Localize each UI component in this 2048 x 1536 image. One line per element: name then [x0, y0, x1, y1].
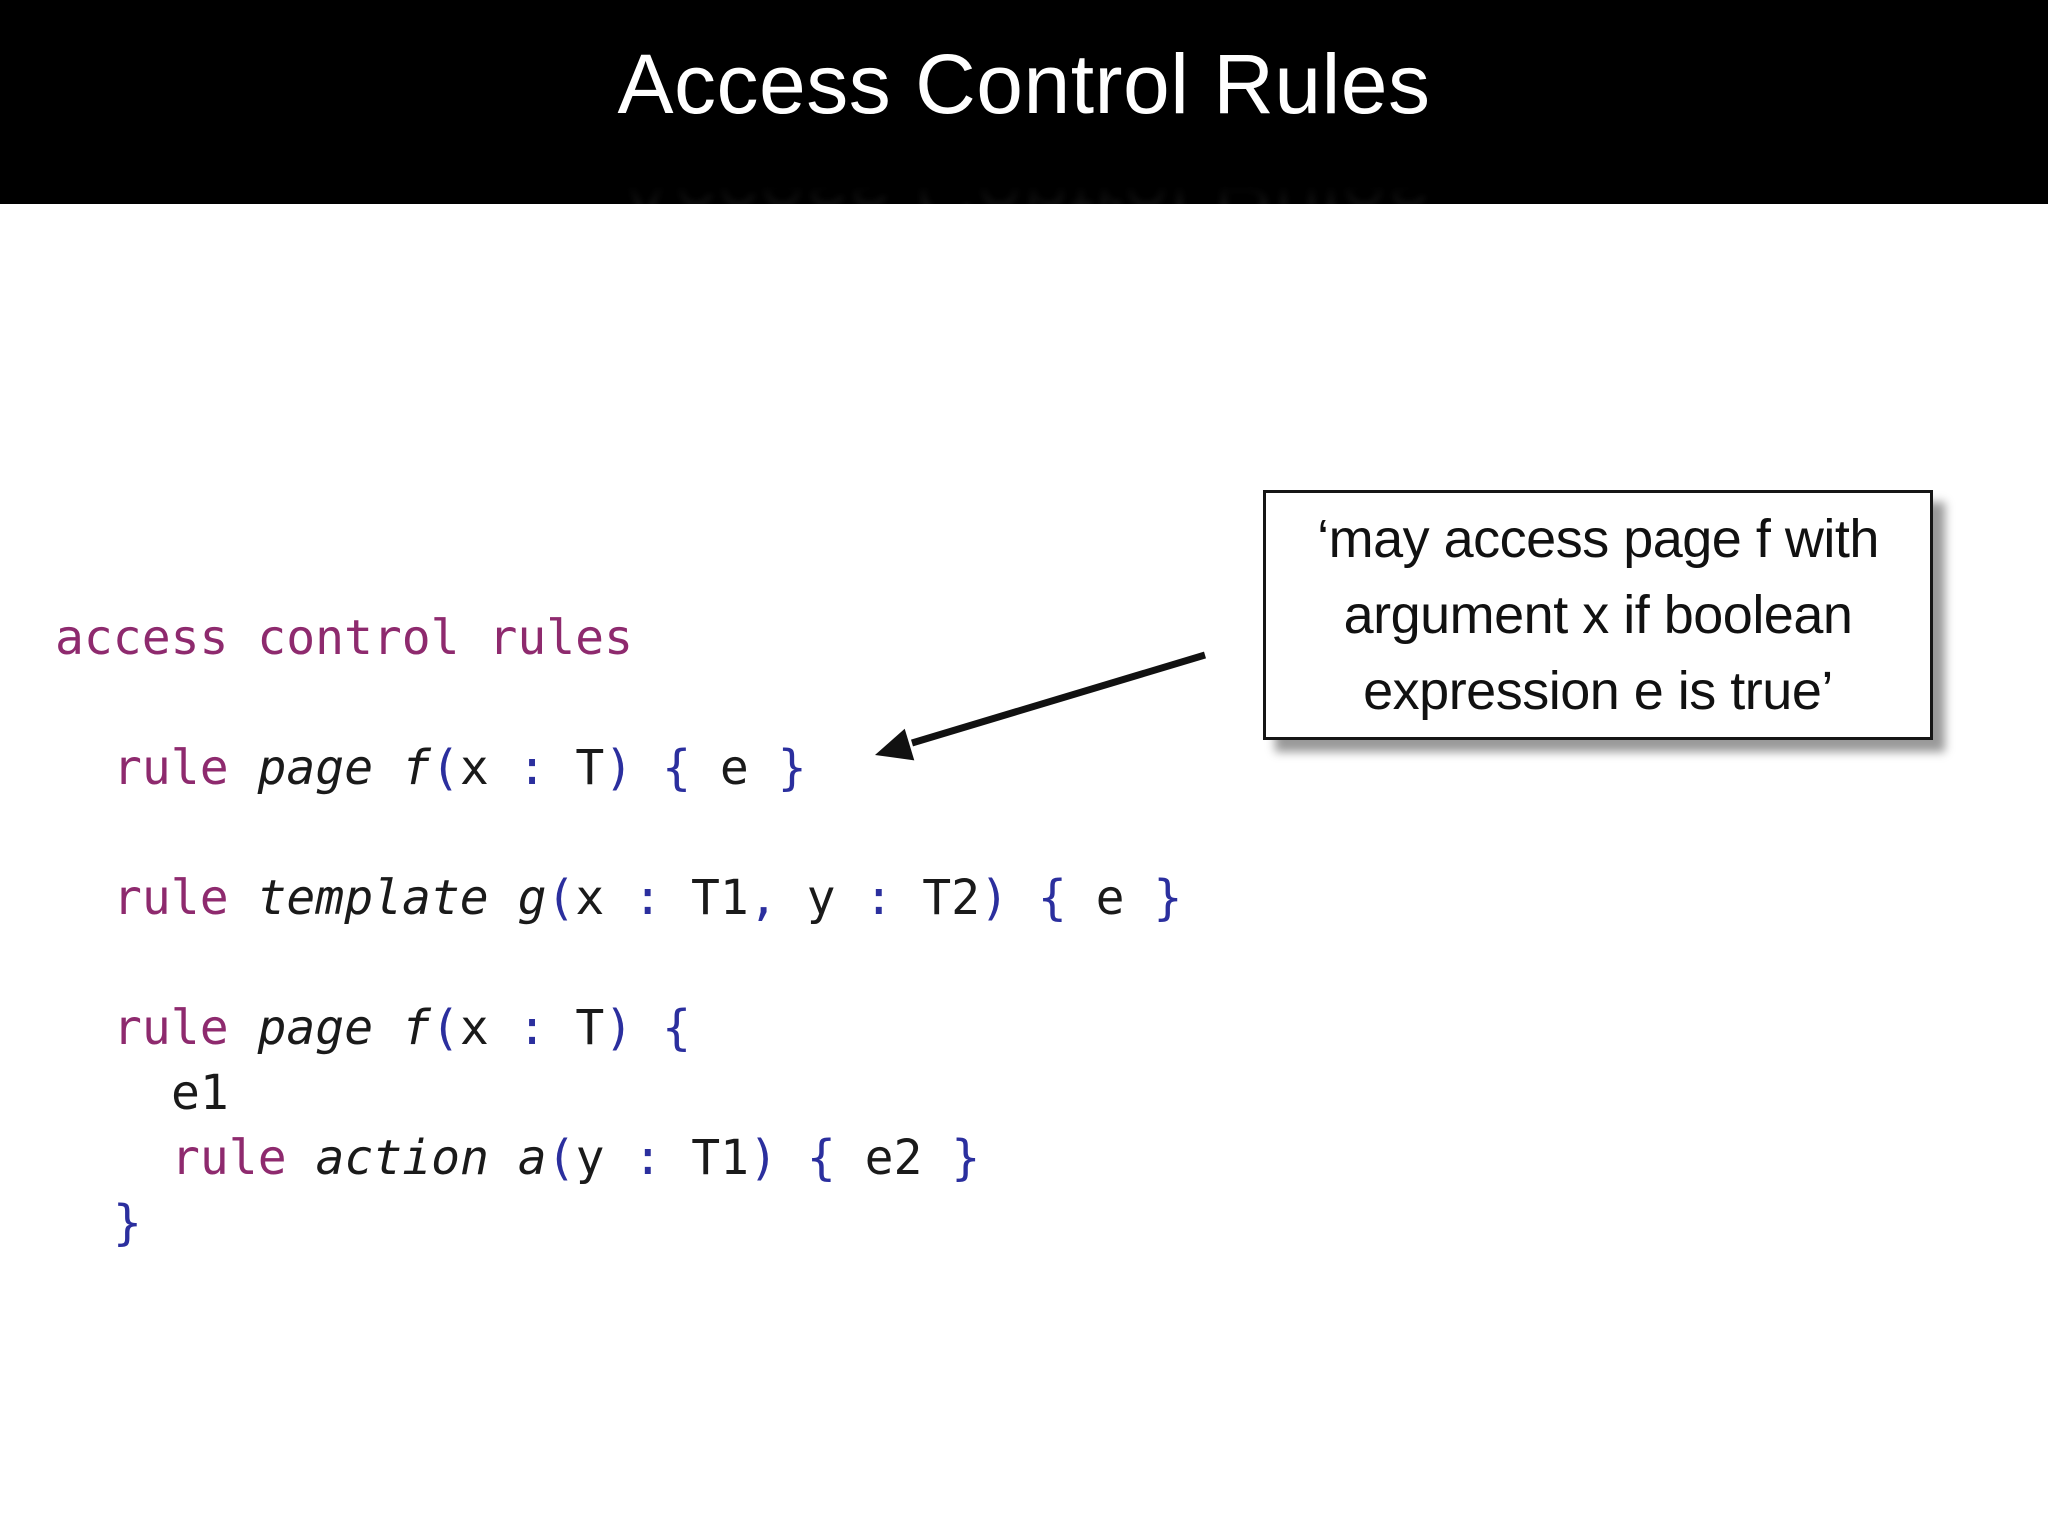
- code-token: ): [604, 1000, 634, 1056]
- code-token: :: [517, 740, 547, 796]
- code-line: rule template g(x : T1, y : T2) { e }: [55, 866, 1182, 931]
- code-token: page: [257, 740, 402, 796]
- code-token: T1: [662, 1130, 750, 1186]
- code-token: }: [113, 1195, 142, 1251]
- code-line: access control rules: [55, 606, 1182, 671]
- code-token: g: [517, 870, 547, 926]
- code-token: ): [749, 1130, 778, 1186]
- code-token: {: [662, 740, 692, 796]
- page-title: Access Control Rules: [617, 37, 1431, 131]
- code-token: y: [777, 870, 865, 926]
- code-token: T: [546, 1000, 605, 1056]
- code-token: e1: [171, 1065, 229, 1121]
- code-line: rule page f(x : T) {: [55, 996, 1182, 1061]
- code-token: T: [546, 740, 605, 796]
- code-line: }: [55, 1191, 1182, 1256]
- code-token: action: [315, 1130, 518, 1186]
- code-token: y: [575, 1130, 634, 1186]
- code-token: x: [459, 740, 518, 796]
- code-token: a: [517, 1130, 547, 1186]
- code-token: (: [546, 870, 576, 926]
- code-token: }: [951, 1130, 981, 1186]
- title-bar: Access Control Rules Access Control Rule…: [0, 0, 2048, 204]
- code-token: ): [604, 740, 634, 796]
- code-token: e2: [835, 1130, 952, 1186]
- code-token: f: [402, 1000, 431, 1056]
- code-token: [633, 740, 662, 796]
- code-line: [55, 801, 1182, 866]
- code-token: template: [257, 870, 518, 926]
- code-token: (: [546, 1130, 576, 1186]
- code-token: f: [402, 740, 431, 796]
- code-line: rule action a(y : T1) { e2 }: [55, 1126, 1182, 1191]
- callout-line: argument x if boolean: [1343, 585, 1853, 645]
- code-token: :: [864, 870, 894, 926]
- code-token: (: [430, 1000, 460, 1056]
- code-line: rule page f(x : T) { e }: [55, 736, 1182, 801]
- code-token: T2: [893, 870, 981, 926]
- code-token: rule: [171, 1130, 287, 1186]
- code-line: [55, 671, 1182, 736]
- code-token: [1009, 870, 1038, 926]
- code-token: [229, 1000, 258, 1056]
- code-line: e1: [55, 1061, 1182, 1126]
- code-token: [229, 740, 258, 796]
- code-token: :: [517, 1000, 547, 1056]
- code-token: rule: [113, 1000, 229, 1056]
- code-token: ,: [748, 870, 778, 926]
- code-line: [55, 931, 1182, 996]
- code-token: x: [575, 870, 634, 926]
- code-token: [229, 870, 258, 926]
- code-token: e: [1066, 870, 1154, 926]
- code-token: {: [806, 1130, 836, 1186]
- code-block: access control rules rule page f(x : T) …: [55, 606, 1182, 1256]
- code-token: }: [1153, 870, 1183, 926]
- code-token: {: [1037, 870, 1067, 926]
- callout-box: ‘may access page f with argument x if bo…: [1263, 490, 1933, 740]
- code-token: access control rules: [55, 610, 633, 666]
- code-token: :: [633, 870, 663, 926]
- code-token: (: [430, 740, 460, 796]
- code-token: x: [459, 1000, 518, 1056]
- code-token: {: [662, 1000, 692, 1056]
- code-token: page: [257, 1000, 402, 1056]
- callout-line: expression e is true’: [1363, 661, 1833, 721]
- code-token: rule: [113, 870, 229, 926]
- code-token: rule: [113, 740, 229, 796]
- code-token: :: [633, 1130, 663, 1186]
- code-token: ): [980, 870, 1009, 926]
- code-token: T1: [662, 870, 749, 926]
- code-token: [633, 1000, 662, 1056]
- code-token: e: [691, 740, 778, 796]
- callout-line: ‘may access page f with: [1317, 509, 1879, 569]
- code-token: [778, 1130, 807, 1186]
- page-title-reflection: Access Control Rules: [617, 143, 1431, 204]
- code-token: }: [777, 740, 807, 796]
- code-token: [287, 1130, 316, 1186]
